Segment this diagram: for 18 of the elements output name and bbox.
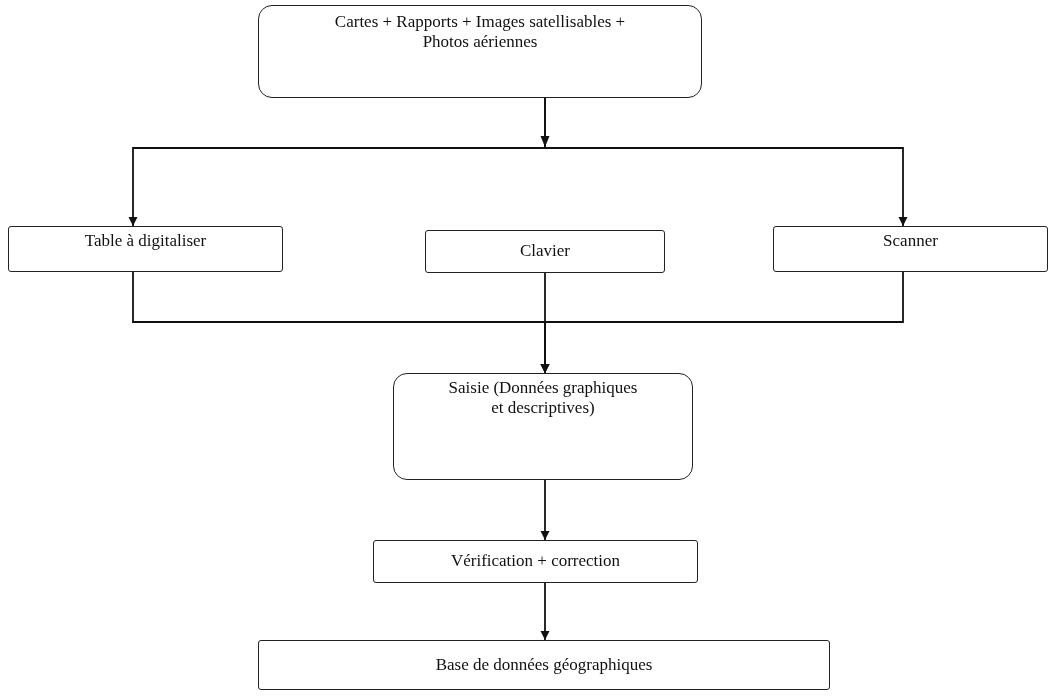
process-box [425, 230, 665, 273]
box-label: Saisie (Données graphiques et descriptives) [447, 378, 639, 419]
box-label: Cartes + Rapports + Images satellisables + Photos aériennes [333, 12, 627, 53]
box-label: Clavier [519, 241, 570, 262]
process-box [773, 226, 1048, 272]
box-label: Vérification + correction [450, 551, 621, 572]
process-box [8, 226, 283, 272]
process-box [373, 540, 698, 583]
box-label: Table à digitaliser [84, 231, 207, 252]
process-box [258, 5, 702, 98]
box-label: Scanner [883, 231, 938, 252]
arrow [540, 479, 550, 541]
arrow [544, 97, 908, 227]
process-box [258, 640, 830, 690]
arrow [540, 271, 904, 374]
process-box [393, 373, 693, 480]
box-label: Base de données géographiques [435, 654, 653, 676]
arrow [540, 582, 550, 641]
